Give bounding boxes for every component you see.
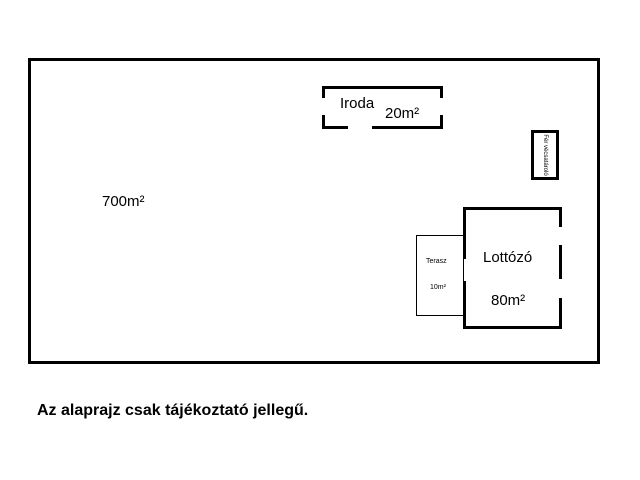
disclaimer-note: Az alaprajz csak tájékoztató jellegű. [37,402,309,419]
small-room-label: Fér vécsatároló [542,134,548,176]
plot-outline [28,58,600,364]
small-storage-room: Fér vécsatároló [531,130,559,180]
terrace-area: 10m² [430,284,446,291]
lottery-area: 80m² [491,292,526,309]
terrace: Terasz 10m² [416,235,464,316]
office-area: 20m² [385,105,420,122]
lottery-name: Lottózó [483,249,533,266]
total-area-label: 700m² [102,193,145,210]
office-name: Iroda [340,95,375,112]
terrace-name: Terasz [426,258,447,265]
